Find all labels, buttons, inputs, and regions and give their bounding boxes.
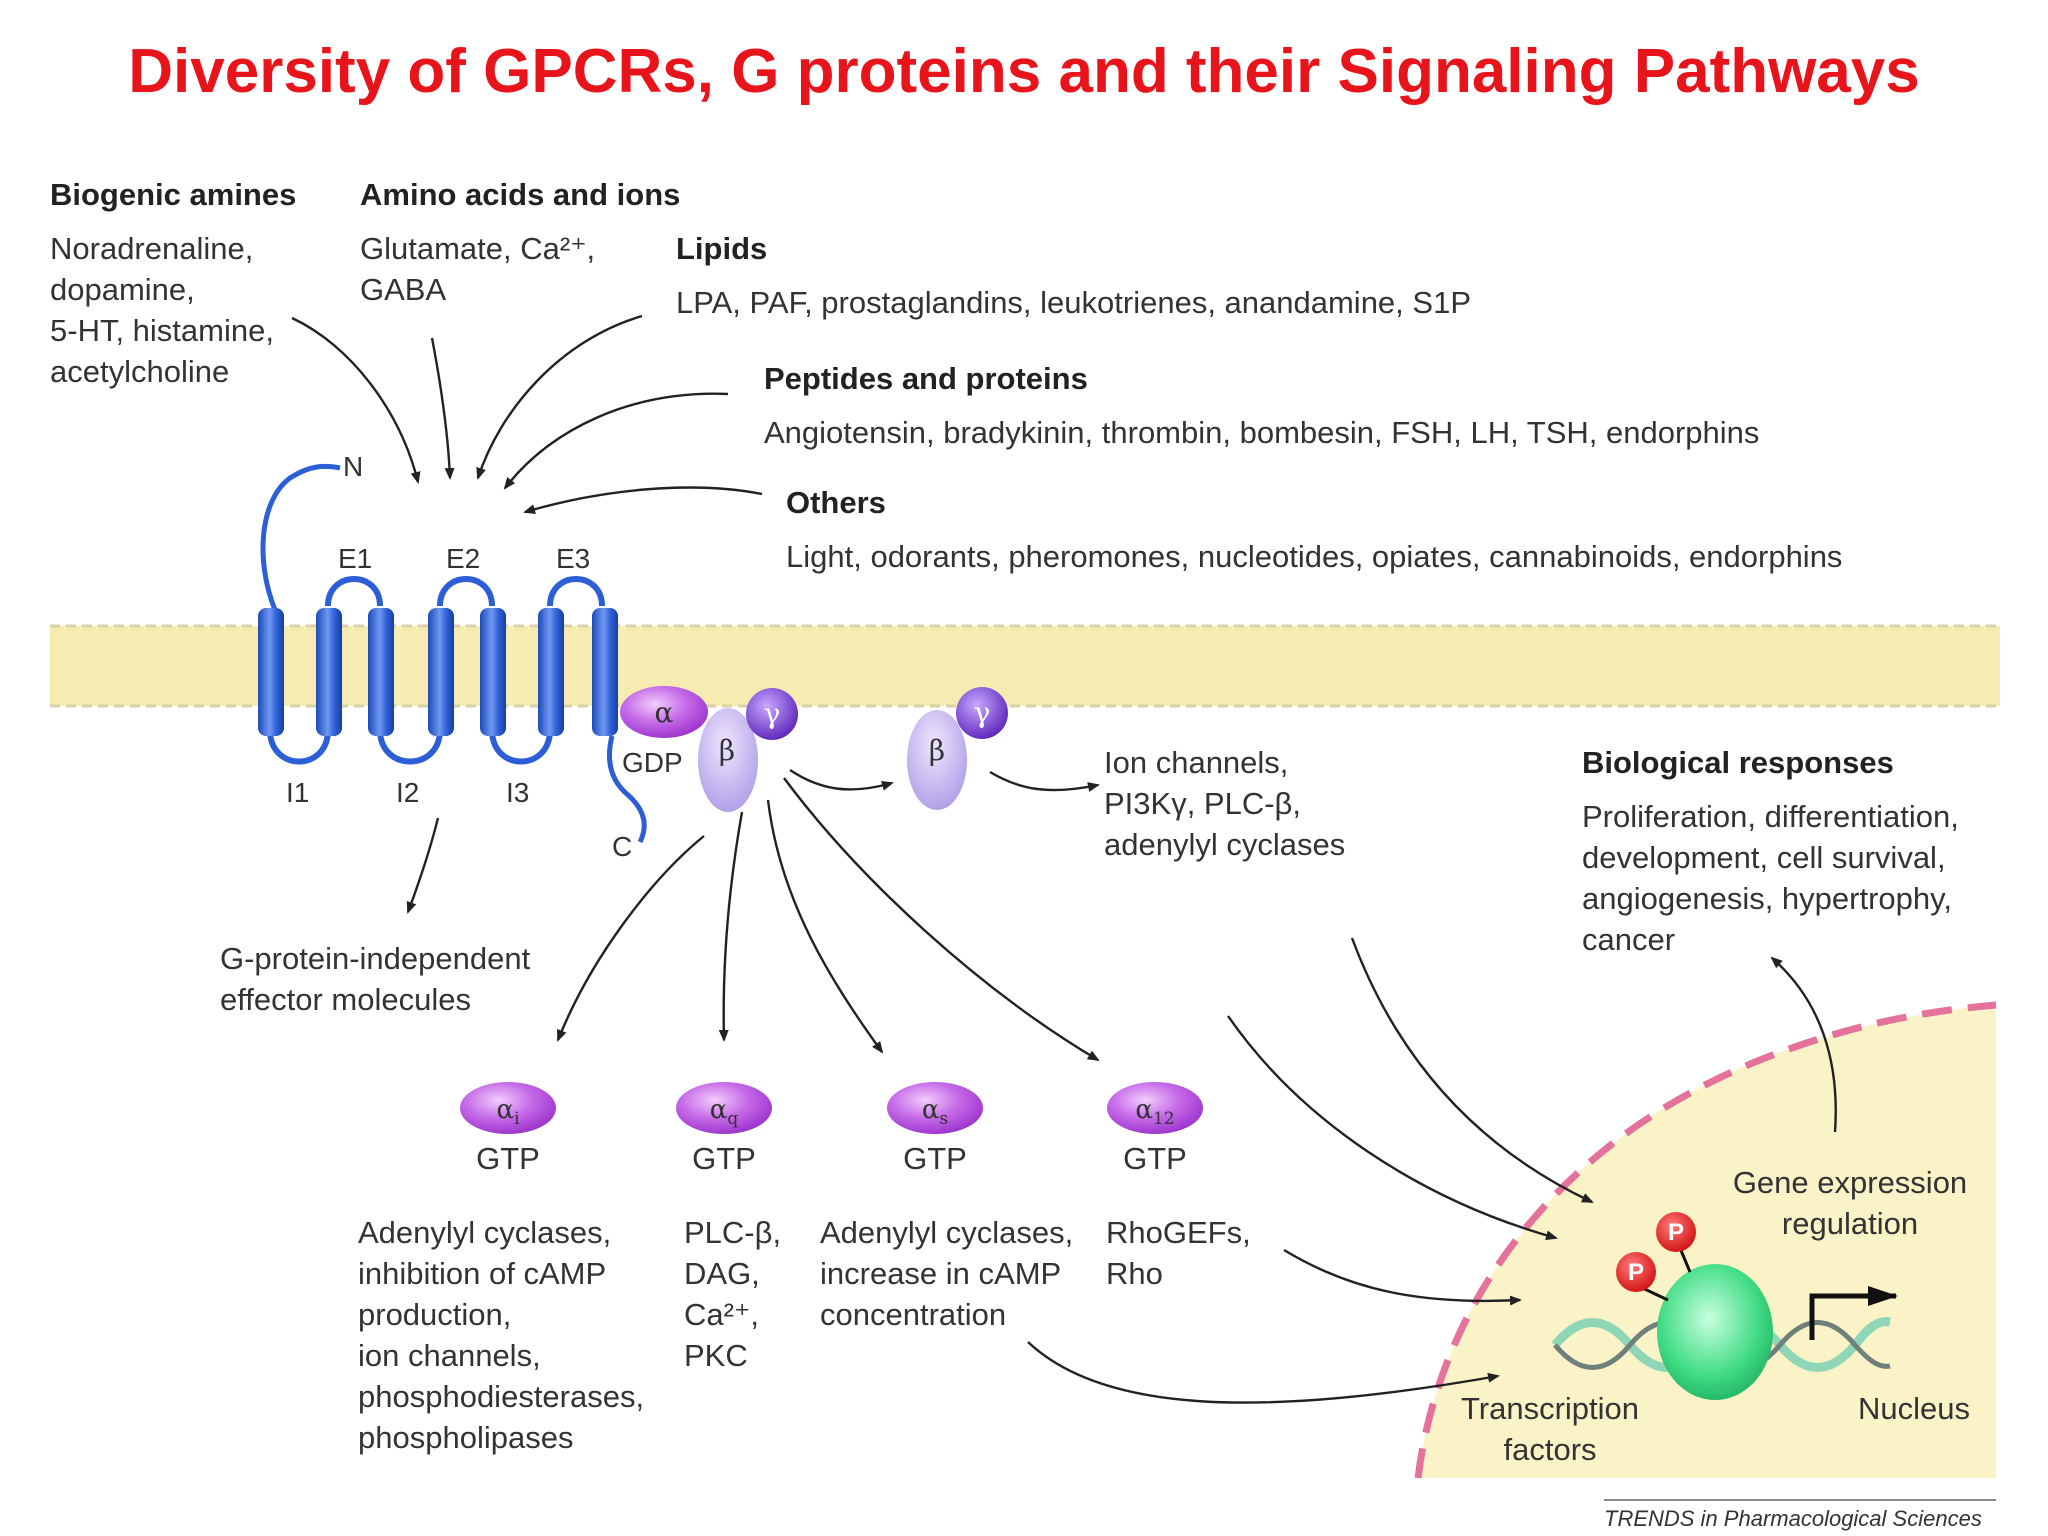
alpha-q-effect-2: DAG, <box>684 1256 760 1291</box>
transcription-start-arrow <box>1809 1286 1898 1340</box>
bg-effector-line1: Ion channels, <box>1104 745 1289 780</box>
nucleus-region <box>1414 1001 1997 1479</box>
peptides-heading: Peptides and proteins <box>764 361 1088 396</box>
biological-responses-heading: Biological responses <box>1582 745 1894 780</box>
free-beta-label: β <box>928 734 946 767</box>
alpha-q-label: αq <box>709 1095 739 1130</box>
alpha-q-effect-4: PKC <box>684 1338 748 1373</box>
alpha-12-label: α12 <box>1135 1095 1175 1130</box>
alpha-s-effect-2: increase in cAMP <box>820 1256 1062 1291</box>
plasma-membrane <box>50 624 2000 708</box>
amino-acids-heading: Amino acids and ions <box>360 177 681 212</box>
others-text: Light, odorants, pheromones, nucleotides… <box>786 539 1843 574</box>
biogenic-amines-line2: dopamine, <box>50 272 195 307</box>
independent-line2: effector molecules <box>220 982 471 1017</box>
gtp-12-label: GTP <box>1123 1141 1187 1176</box>
alpha-gtp-ovals <box>460 1082 1203 1134</box>
loop-i3-label: I3 <box>506 777 530 808</box>
alpha-subunit-label: α <box>654 696 674 729</box>
bg-effector-line2: PI3Kγ, PLC-β, <box>1104 786 1302 821</box>
others-heading: Others <box>786 485 886 520</box>
amino-acids-line2: GABA <box>360 272 447 307</box>
peptides-text: Angiotensin, bradykinin, thrombin, bombe… <box>764 415 1760 450</box>
gamma-subunit-label: γ <box>763 697 781 730</box>
biological-line4: cancer <box>1582 922 1676 957</box>
alpha-i-effect-5: phosphodiesterases, <box>358 1379 645 1414</box>
amino-acids-line1: Glutamate, Ca²⁺, <box>360 231 596 266</box>
loop-e3-label: E3 <box>556 543 591 574</box>
gtp-q-label: GTP <box>692 1141 756 1176</box>
lipids-heading: Lipids <box>676 231 768 266</box>
gtp-s-label: GTP <box>903 1141 967 1176</box>
alpha-i-effect-2: inhibition of cAMP <box>358 1256 607 1291</box>
loop-i1-label: I1 <box>286 777 310 808</box>
biological-line2: development, cell survival, <box>1582 840 1946 875</box>
gdp-label: GDP <box>622 747 683 778</box>
page-title: Diversity of GPCRs, G proteins and their… <box>128 37 1920 106</box>
loop-e2-label: E2 <box>446 543 481 574</box>
alpha-s-label: αs <box>921 1095 949 1130</box>
gpcr-receptor <box>258 463 647 844</box>
transcription-factors-line2: factors <box>1503 1432 1597 1467</box>
beta-subunit-label: β <box>718 734 736 767</box>
nucleus-label: Nucleus <box>1858 1391 1970 1426</box>
gtp-i-label: GTP <box>476 1141 540 1176</box>
lipids-text: LPA, PAF, prostaglandins, leukotrienes, … <box>676 285 1471 320</box>
free-beta-gamma <box>907 687 1008 810</box>
alpha-i-effect-4: ion channels, <box>358 1338 541 1373</box>
alpha-12-effect-1: RhoGEFs, <box>1106 1215 1251 1250</box>
biogenic-amines-heading: Biogenic amines <box>50 177 297 212</box>
biogenic-amines-line3: 5-HT, histamine, <box>50 313 274 348</box>
biogenic-amines-line1: Noradrenaline, <box>50 231 254 266</box>
n-terminus-label: N <box>343 451 364 482</box>
arrows <box>291 314 1837 1404</box>
alpha-q-effect-1: PLC-β, <box>684 1215 782 1250</box>
alpha-i-effect-1: Adenylyl cyclases, <box>358 1215 612 1250</box>
gene-expression-line2: regulation <box>1781 1206 1919 1241</box>
independent-line1: G-protein-independent <box>220 941 531 976</box>
g-protein-trimer <box>620 686 798 812</box>
transcription-factor <box>1657 1264 1773 1400</box>
alpha-q-effect-3: Ca²⁺, <box>684 1297 759 1332</box>
bg-effector-line3: adenylyl cyclases <box>1104 827 1346 862</box>
biogenic-amines-line4: acetylcholine <box>50 354 230 389</box>
free-gamma-label: γ <box>973 696 991 729</box>
phosphate-p2 <box>1656 1212 1696 1252</box>
gene-expression-line1: Gene expression <box>1732 1165 1968 1200</box>
phosphate-p1 <box>1616 1252 1656 1292</box>
loop-i2-label: I2 <box>396 777 420 808</box>
alpha-i-effect-3: production, <box>358 1297 512 1332</box>
alpha-s-effect-1: Adenylyl cyclases, <box>820 1215 1074 1250</box>
phospho-label-2: P <box>1667 1219 1684 1246</box>
loop-e1-label: E1 <box>338 543 373 574</box>
alpha-i-effect-6: phospholipases <box>358 1420 574 1455</box>
source-credit: TRENDS in Pharmacological Sciences <box>1604 1506 1982 1531</box>
alpha-12-effect-2: Rho <box>1106 1256 1163 1291</box>
transcription-factors-line1: Transcription <box>1460 1391 1640 1426</box>
alpha-s-effect-3: concentration <box>820 1297 1007 1332</box>
alpha-i-label: αi <box>496 1095 520 1130</box>
c-terminus-label: C <box>612 831 633 862</box>
biological-line3: angiogenesis, hypertrophy, <box>1582 881 1952 916</box>
phospho-label-1: P <box>1627 1259 1644 1286</box>
biological-line1: Proliferation, differentiation, <box>1582 799 1959 834</box>
